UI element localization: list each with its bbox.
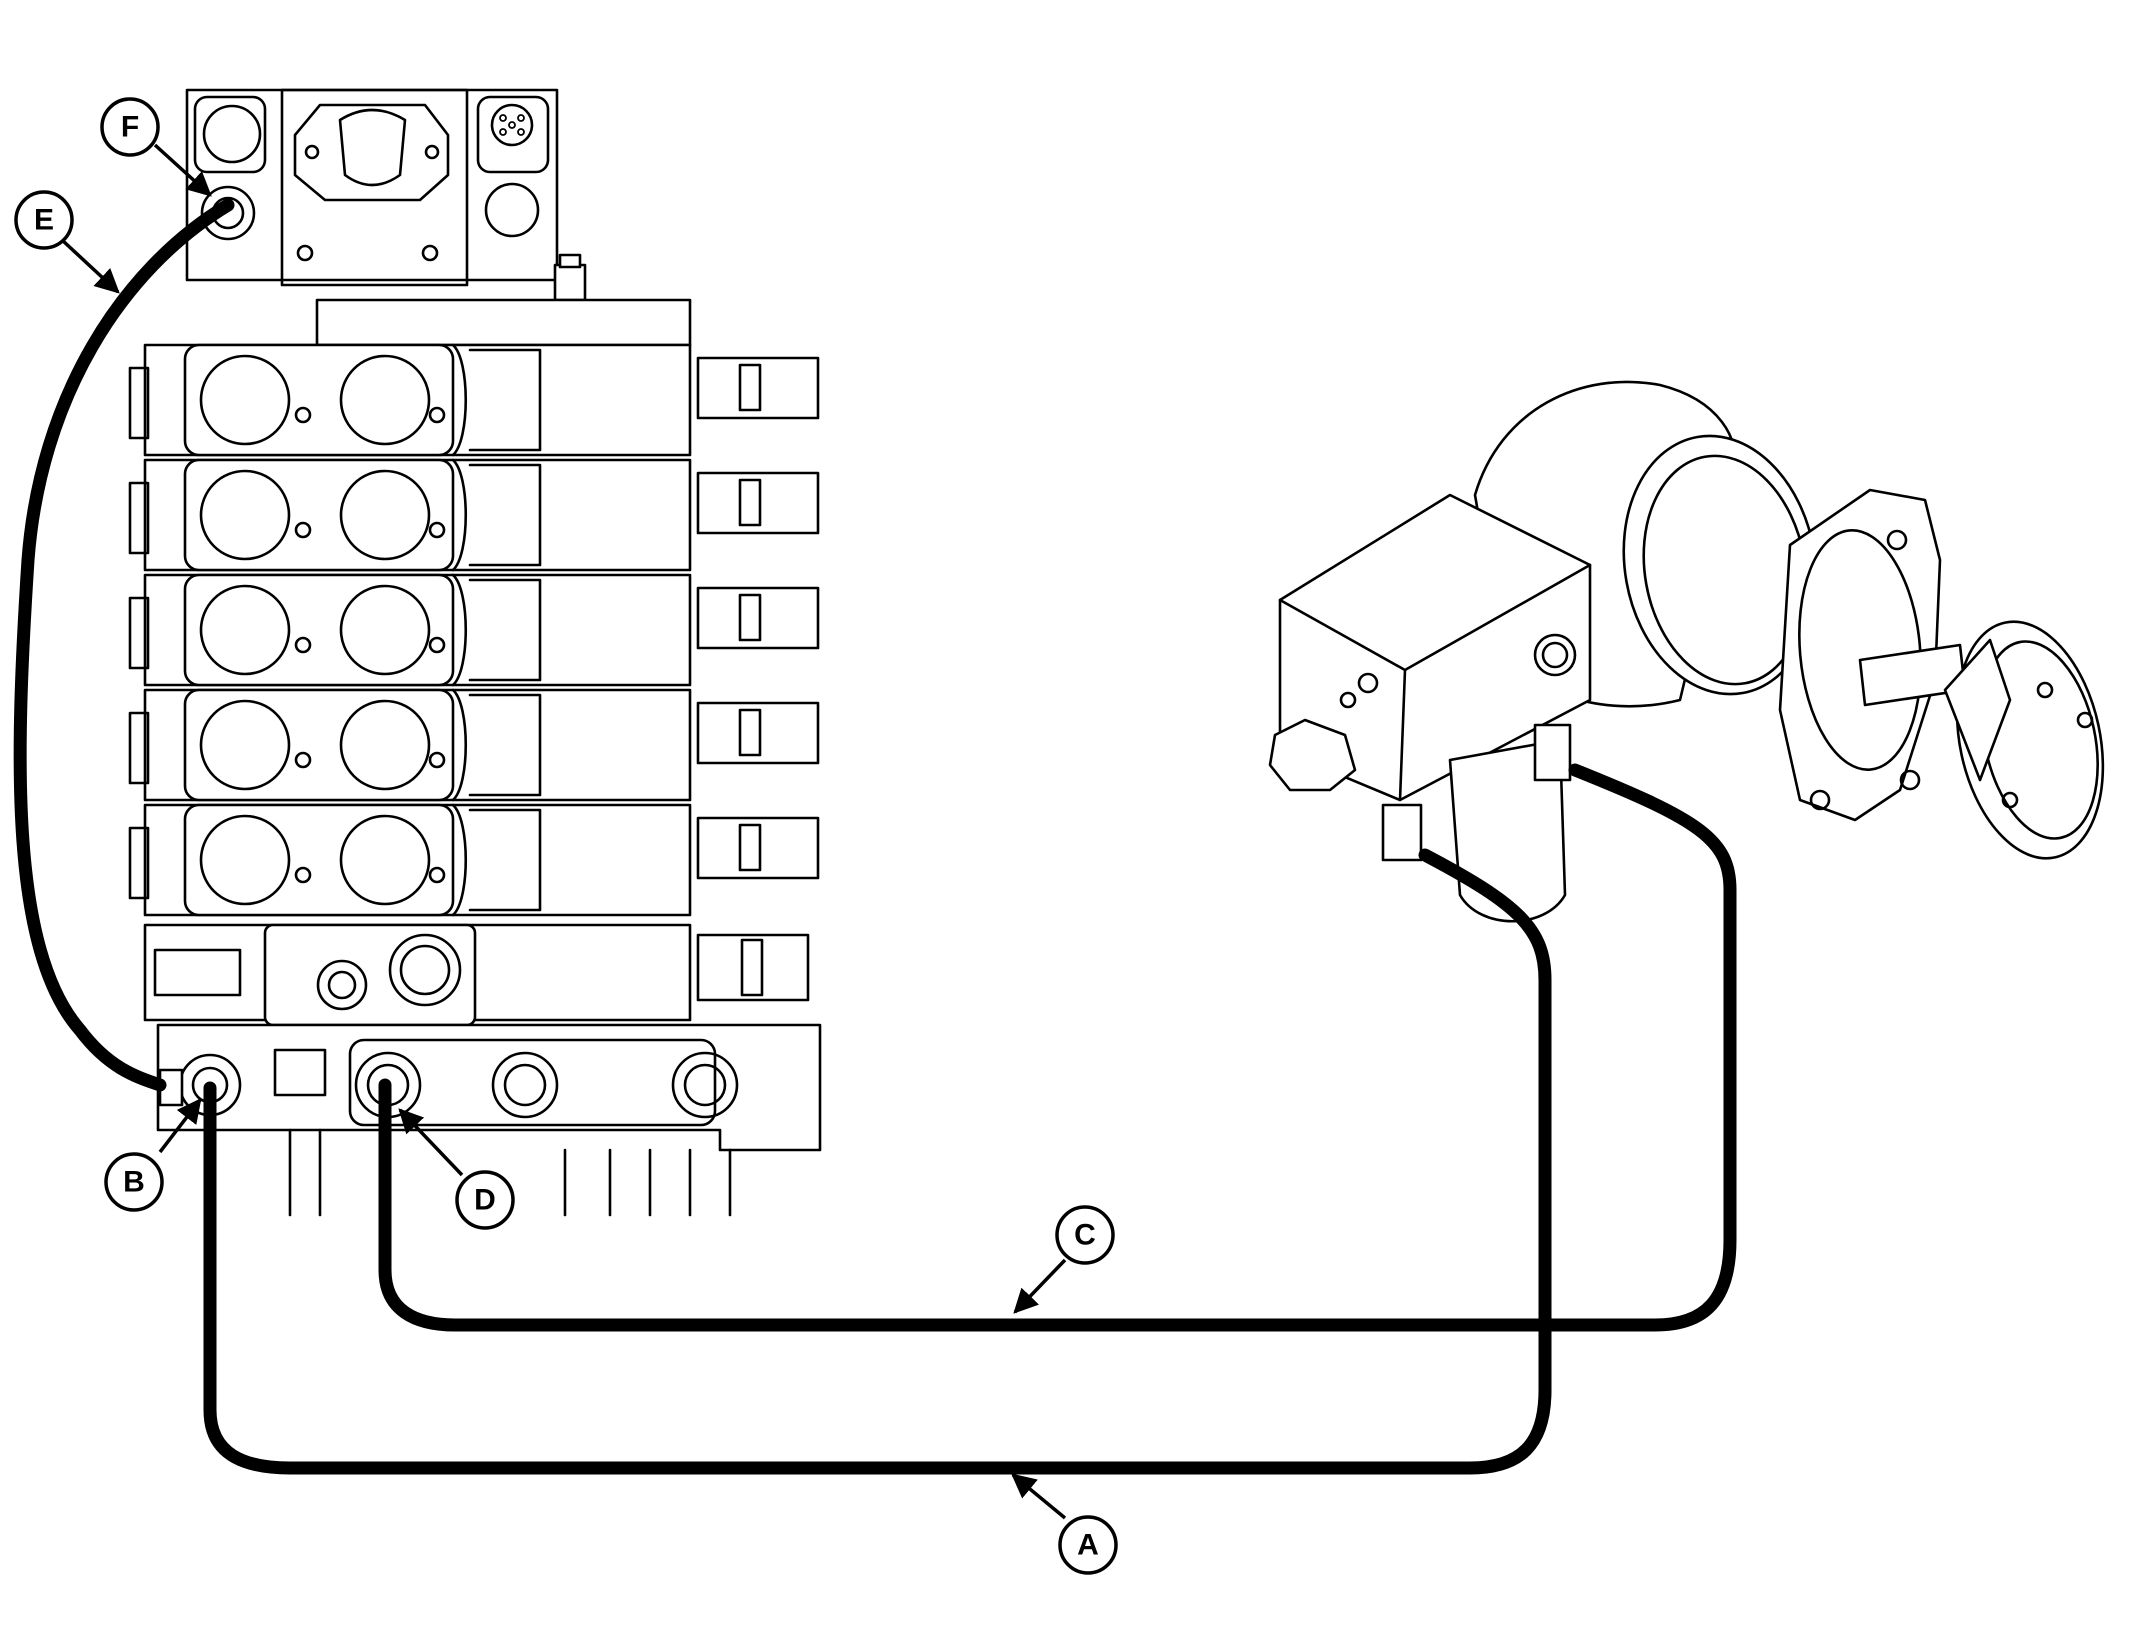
hose-c: [378, 763, 1737, 1332]
callout-c: C: [1055, 1205, 1115, 1265]
leader-a: [1011, 1473, 1067, 1520]
callout-b-label: B: [123, 1166, 145, 1199]
hoses: [13, 198, 1737, 1475]
top-bracket: [185, 88, 587, 302]
callouts: F E B D C A: [14, 97, 1118, 1575]
valve-section-4: [128, 688, 820, 802]
inlet-section: [143, 923, 810, 1027]
leader-b: [158, 1098, 202, 1154]
callout-b: B: [104, 1152, 164, 1212]
base-manifold: [156, 1023, 822, 1217]
valve-section-5: [128, 803, 820, 917]
upper-manifold: [315, 298, 692, 347]
valve-section-1: [128, 343, 820, 457]
control-valve-assembly: [128, 88, 822, 1217]
callout-f-label: F: [121, 111, 139, 144]
callout-d-label: D: [474, 1184, 496, 1217]
pump-assembly: [1268, 380, 2105, 923]
callout-a-label: A: [1077, 1529, 1099, 1562]
leader-e: [60, 238, 120, 294]
callout-e: E: [14, 190, 74, 250]
valve-section-2: [128, 458, 820, 572]
callout-d: D: [455, 1170, 515, 1230]
callout-a: A: [1058, 1515, 1118, 1575]
callout-f: F: [100, 97, 160, 157]
leader-d: [398, 1108, 464, 1177]
callout-e-label: E: [34, 204, 54, 237]
hose-a: [203, 848, 1552, 1475]
hose-e: [13, 198, 235, 1092]
callout-c-label: C: [1074, 1219, 1096, 1252]
valve-section-3: [128, 573, 820, 687]
leader-c: [1013, 1258, 1067, 1314]
leader-f: [153, 143, 212, 197]
